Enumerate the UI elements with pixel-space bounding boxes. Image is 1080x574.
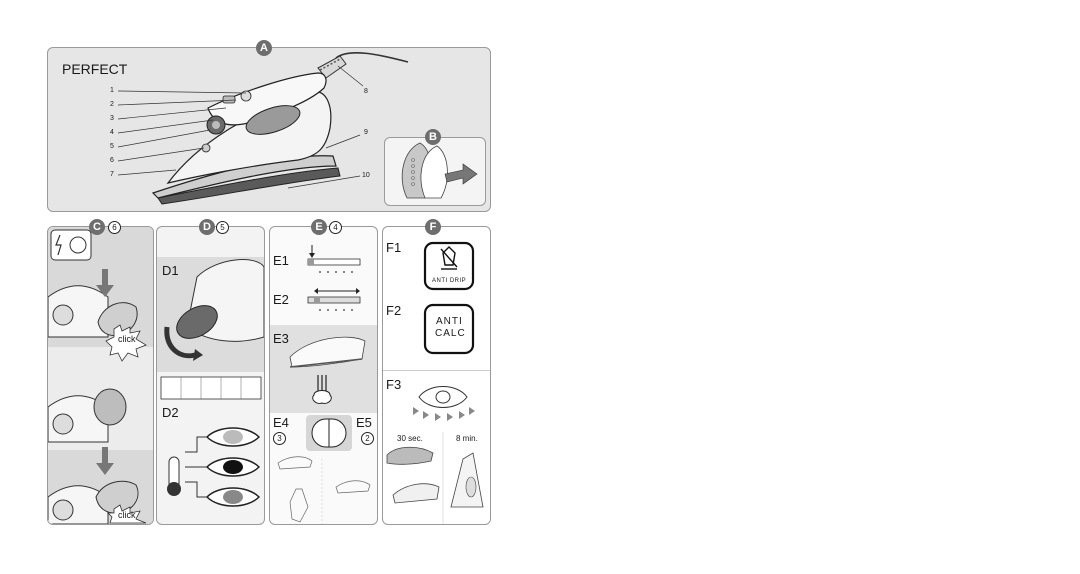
label-e5: E5 bbox=[356, 415, 372, 430]
eye-icon bbox=[205, 427, 261, 507]
click-label-2: click bbox=[118, 510, 136, 520]
anti-calc-line-2: CALC bbox=[435, 328, 466, 339]
arrow-icon bbox=[444, 163, 478, 185]
callout-7: 7 bbox=[110, 171, 114, 178]
label-e3: E3 bbox=[273, 331, 289, 346]
badge-d: D bbox=[199, 219, 215, 235]
label-f3: F3 bbox=[386, 377, 402, 392]
step-number-c: 6 bbox=[108, 221, 121, 234]
panel-d: D1 D2 bbox=[156, 226, 265, 525]
callout-8: 8 bbox=[364, 88, 368, 95]
label-e4: E4 bbox=[273, 415, 289, 430]
iron-illustration bbox=[117, 52, 409, 205]
callout-5: 5 bbox=[110, 143, 114, 150]
step-number-e4: 3 bbox=[273, 432, 286, 445]
panel-a: PERFECT 1 2 3 4 5 6 7 8 9 10 bbox=[47, 47, 491, 212]
badge-a: A bbox=[256, 40, 272, 56]
step-number-e: 4 bbox=[329, 221, 342, 234]
time-8-min: 8 min. bbox=[456, 434, 478, 443]
panel-a-title: PERFECT bbox=[62, 61, 128, 77]
badge-c: C bbox=[89, 219, 105, 235]
badge-e: E bbox=[311, 219, 327, 235]
eye-icon bbox=[413, 386, 475, 421]
callout-2: 2 bbox=[110, 101, 114, 108]
label-d1: D1 bbox=[162, 263, 179, 278]
label-f1: F1 bbox=[386, 240, 402, 255]
panel-e: E1 E2 E3 E4 E5 3 2 bbox=[269, 226, 378, 525]
panel-b bbox=[384, 137, 486, 206]
lightning-icon bbox=[55, 234, 62, 256]
callout-9: 9 bbox=[364, 129, 368, 136]
arrow-icon bbox=[96, 447, 114, 475]
soleplate-illustration bbox=[401, 142, 478, 199]
label-e1: E1 bbox=[273, 253, 289, 268]
anti-drip-button-label: ANTI DRIP bbox=[432, 278, 467, 284]
badge-f: F bbox=[425, 219, 441, 235]
arrow-icon bbox=[96, 269, 114, 297]
label-e2: E2 bbox=[273, 292, 289, 307]
label-f2: F2 bbox=[386, 303, 402, 318]
callout-4: 4 bbox=[110, 129, 114, 136]
arrow-icon bbox=[193, 349, 203, 361]
badge-b: B bbox=[425, 129, 441, 145]
descaling-illustration bbox=[48, 227, 153, 524]
click-label-1: click bbox=[118, 334, 136, 344]
step-number-d: 5 bbox=[216, 221, 229, 234]
panel-c: click click bbox=[47, 226, 154, 525]
callout-10: 10 bbox=[362, 172, 370, 179]
callout-3: 3 bbox=[110, 115, 114, 122]
anti-calc-line-1: ANTI bbox=[436, 316, 463, 327]
time-30-sec: 30 sec. bbox=[397, 434, 423, 443]
step-number-e5: 2 bbox=[361, 432, 374, 445]
buttons-illustration bbox=[383, 241, 490, 524]
callout-6: 6 bbox=[110, 157, 114, 164]
label-d2: D2 bbox=[162, 405, 179, 420]
callout-1: 1 bbox=[110, 87, 114, 94]
temperature-illustration bbox=[157, 257, 264, 507]
steam-illustration bbox=[270, 245, 377, 524]
panel-f: F1 ANTI DRIP F2 ANTI CALC F3 30 sec. 8 m… bbox=[382, 226, 491, 525]
